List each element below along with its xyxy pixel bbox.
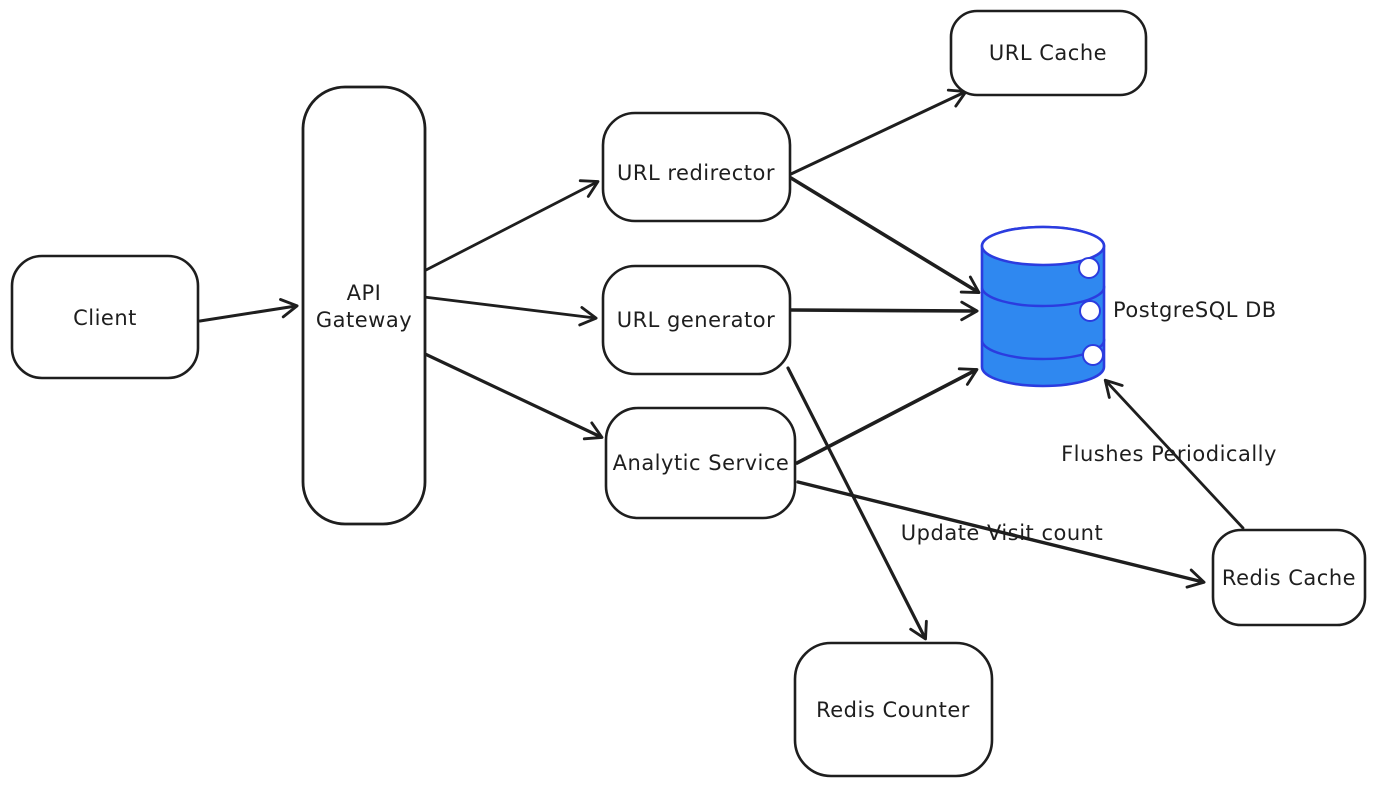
database-disk-dot-2 [1079, 300, 1101, 322]
redis-counter-box[interactable] [793, 641, 994, 778]
client-label: Client [73, 306, 137, 330]
node-redis-cache[interactable]: Redis Cache [1211, 528, 1367, 627]
redis-cache-box[interactable] [1211, 528, 1367, 627]
client-box[interactable] [10, 254, 200, 380]
analytic-service-box[interactable] [604, 406, 797, 520]
edge-analytic-service-to-postgresql-db[interactable] [795, 367, 979, 465]
edge-client-to-api-gateway[interactable] [198, 298, 299, 323]
edge-analytic-service-to-redis-cache[interactable] [796, 480, 1206, 589]
node-url-redirector[interactable]: URL redirector [601, 111, 792, 223]
edge-url-generator-to-redis-counter[interactable] [786, 366, 928, 641]
edge-url-redirector-to-url-cache[interactable] [789, 88, 968, 176]
database-band-line-1 [980, 285, 1106, 308]
url-generator-label: URL generator [617, 308, 776, 332]
database-disk-dot-1 [1078, 257, 1100, 279]
edge-label-update-visit-count: Update Visit count [901, 521, 1103, 545]
api-gateway-label-line1: API [347, 281, 382, 305]
redis-counter-label: Redis Counter [816, 698, 970, 722]
edge-api-gateway-to-url-generator[interactable] [422, 295, 598, 327]
url-generator-box[interactable] [601, 264, 792, 376]
edge-label-flushes-periodically: Flushes Periodically [1061, 442, 1277, 466]
api-gateway-box[interactable] [301, 85, 427, 526]
analytic-service-label: Analytic Service [613, 451, 790, 475]
url-cache-box[interactable] [949, 9, 1148, 97]
database-disk-dot-3 [1082, 344, 1104, 366]
api-gateway-label-line2: Gateway [316, 308, 412, 332]
database-cylinder-top [980, 225, 1106, 267]
edge-api-gateway-to-url-redirector[interactable] [424, 179, 600, 272]
postgresql-db-label: PostgreSQL DB [1113, 298, 1277, 322]
node-api-gateway[interactable]: API Gateway [301, 85, 427, 526]
edges-layer [198, 88, 1245, 641]
url-cache-label: URL Cache [989, 41, 1107, 65]
node-url-cache[interactable]: URL Cache [949, 9, 1148, 97]
edge-redis-cache-to-postgresql-db[interactable] [1103, 378, 1245, 530]
url-redirector-box[interactable] [601, 111, 792, 223]
node-url-generator[interactable]: URL generator [601, 264, 792, 376]
edge-api-gateway-to-analytic-service[interactable] [421, 351, 604, 441]
edge-url-redirector-to-postgresql-db[interactable] [789, 176, 981, 295]
url-redirector-label: URL redirector [617, 161, 775, 185]
edge-url-generator-to-postgresql-db[interactable] [789, 300, 979, 322]
node-client[interactable]: Client [10, 254, 200, 380]
node-analytic-service[interactable]: Analytic Service [604, 406, 797, 520]
redis-cache-label: Redis Cache [1222, 566, 1356, 590]
node-postgresql-db[interactable]: PostgreSQL DB [980, 225, 1277, 388]
node-redis-counter[interactable]: Redis Counter [793, 641, 994, 778]
